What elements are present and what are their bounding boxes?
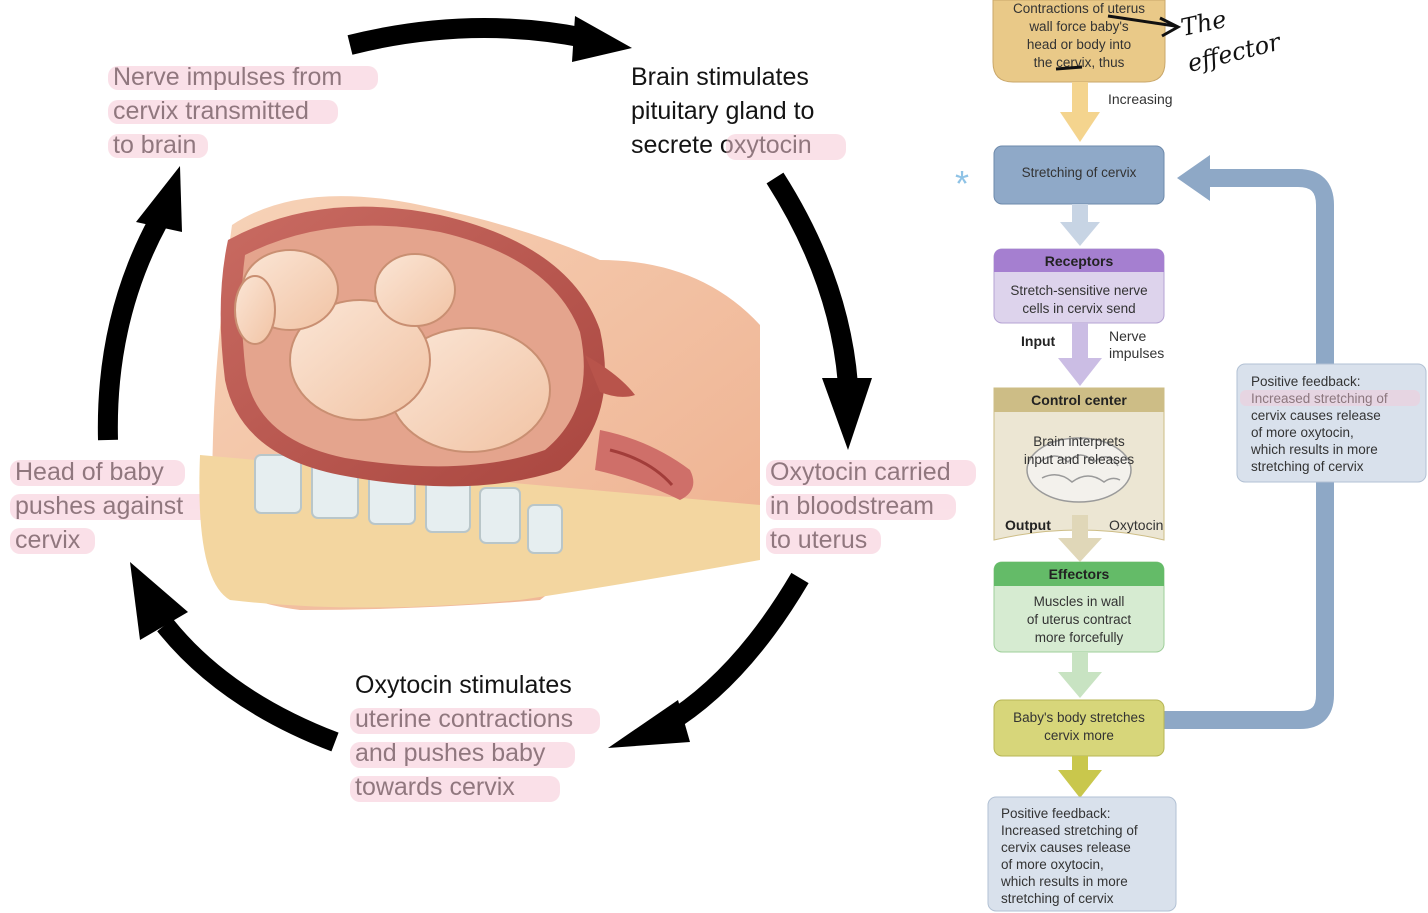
feedback-bottom-line: Positive feedback: xyxy=(1001,806,1111,821)
stretch-box: Stretching of cervix xyxy=(994,146,1164,204)
increasing-label: Increasing xyxy=(1108,91,1173,107)
effectors-title: Effectors xyxy=(1049,566,1110,582)
asterisk-mark: * xyxy=(955,163,969,204)
feedback-bottom-line: of more oxytocin, xyxy=(1001,857,1104,872)
top-box: Contractions of uterus wall force baby's… xyxy=(993,0,1165,82)
output-label: Output xyxy=(1005,517,1051,533)
receptors-box: Receptors Stretch-sensitive nerve cells … xyxy=(994,249,1164,323)
feedback-side-line: of more oxytocin, xyxy=(1251,425,1354,440)
input-value-line: Nerve xyxy=(1109,328,1147,344)
feedback-bottom-line: cervix causes release xyxy=(1001,840,1131,855)
input-value-line: impulses xyxy=(1109,345,1164,361)
receptors-line: Stretch-sensitive nerve xyxy=(1010,283,1147,298)
top-box-line: wall force baby's xyxy=(1028,19,1129,34)
feedback-side-line: cervix causes release xyxy=(1251,408,1381,423)
feedback-side-line: which results in more xyxy=(1250,442,1378,457)
feedback-side-line: Positive feedback: xyxy=(1251,374,1361,389)
feedback-bottom-line: stretching of cervix xyxy=(1001,891,1114,906)
arrow-to-receptors xyxy=(1060,204,1100,246)
arrow-input xyxy=(1058,323,1102,386)
feedback-bottom-box: Positive feedback: Increased stretching … xyxy=(988,797,1176,911)
effectors-box: Effectors Muscles in wall of uterus cont… xyxy=(994,562,1164,652)
stretch-box-label: Stretching of cervix xyxy=(1022,165,1137,180)
baby-box-line: Baby's body stretches xyxy=(1013,710,1145,725)
highlight-mark xyxy=(1240,390,1420,406)
handwritten-line: The xyxy=(1178,5,1228,42)
top-box-line: head or body into xyxy=(1027,37,1131,52)
output-value: Oxytocin xyxy=(1109,517,1163,533)
baby-box-line: cervix more xyxy=(1044,728,1114,743)
arrow-to-baby-box xyxy=(1058,652,1102,698)
control-center-line: input and releases xyxy=(1024,452,1135,467)
control-center-title: Control center xyxy=(1031,392,1127,408)
feedback-bottom-line: which results in more xyxy=(1000,874,1128,889)
effectors-line: of uterus contract xyxy=(1027,612,1132,627)
receptors-title: Receptors xyxy=(1045,253,1114,269)
feedback-side-line: stretching of cervix xyxy=(1251,459,1364,474)
top-box-line: Contractions of uterus xyxy=(1013,1,1145,16)
arrow-increasing xyxy=(1060,82,1100,142)
feedback-side-box: Positive feedback: Increased stretching … xyxy=(1237,364,1426,482)
receptors-line: cells in cervix send xyxy=(1022,301,1135,316)
input-label: Input xyxy=(1021,333,1056,349)
control-center-line: Brain interprets xyxy=(1033,434,1125,449)
effectors-line: more forcefully xyxy=(1035,630,1124,645)
feedback-bottom-line: Increased stretching of xyxy=(1001,823,1138,838)
effectors-line: Muscles in wall xyxy=(1034,594,1125,609)
arrow-to-bottom-box xyxy=(1058,756,1102,798)
baby-stretches-box: Baby's body stretches cervix more xyxy=(994,700,1164,756)
